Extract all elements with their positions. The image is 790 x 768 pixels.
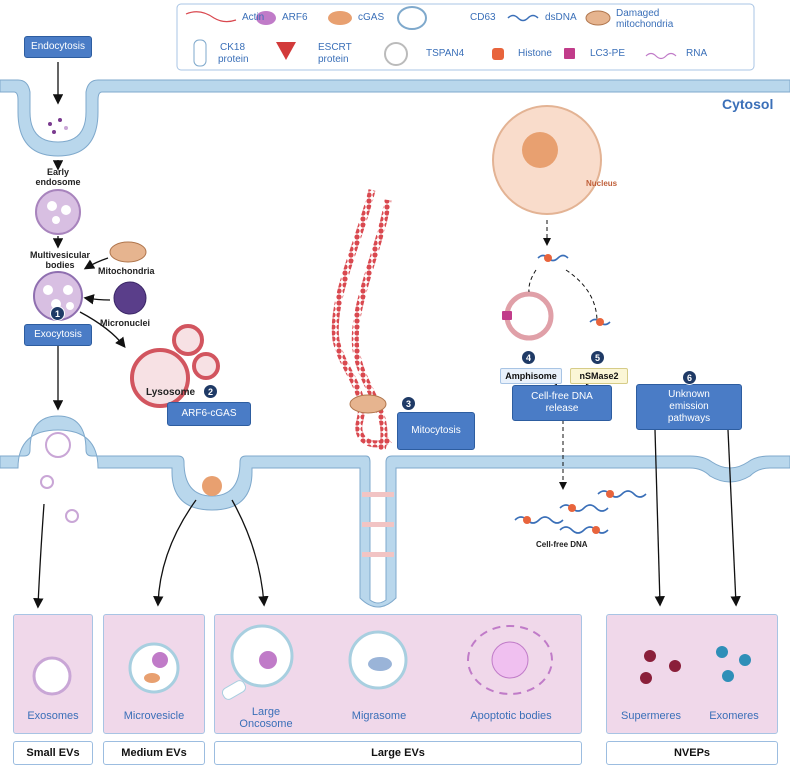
actin-filament-1 [331, 189, 392, 448]
plasma-membrane-top [0, 79, 790, 157]
step-4-marker: 4 [521, 350, 536, 365]
actin-filament-2 [351, 199, 392, 451]
early-endosome [35, 189, 81, 235]
legend-ck18-2: protein [218, 54, 249, 65]
unknown-line1: Unknown [668, 389, 710, 400]
category-medium-evs: Medium EVs [103, 741, 205, 765]
cell-free-dna-strands [514, 254, 647, 534]
arf6-cgas-box: ARF6-cGAS [167, 402, 251, 426]
exo-bud-vesicle [45, 432, 71, 458]
large-oncosome-label: Large Oncosome [236, 706, 296, 730]
legend-histone: Histone [518, 48, 552, 59]
tube-ring-3 [362, 552, 394, 557]
actin-icon [185, 11, 237, 23]
unknown-line2: emission [669, 401, 709, 412]
tspan4-icon [384, 42, 408, 66]
micronucleus-shape [113, 281, 147, 315]
legend-rna: RNA [686, 48, 708, 59]
arf6-icon [256, 11, 276, 25]
early-endosome-label: Early endosome [34, 167, 82, 187]
step-5-marker: 5 [590, 350, 605, 365]
released-vesicle-1 [40, 475, 54, 489]
released-vesicle-2 [65, 509, 79, 523]
arf6-cgas-cargo [202, 476, 222, 496]
nucleolus [522, 132, 558, 168]
endocytosis-box: Endocytosis [24, 36, 92, 58]
step-2-marker: 2 [203, 384, 218, 399]
category-nveps: NVEPs [606, 741, 778, 765]
category-small-evs: Small EVs [13, 741, 93, 765]
cfdna-release-box: Cell-free DNA release [512, 385, 612, 421]
legend-dsdna: dsDNA [545, 12, 577, 23]
rna-icon [645, 52, 677, 60]
cytosol-label: Cytosol [722, 96, 774, 112]
nvep-box [606, 614, 778, 734]
microvesicle-label: Microvesicle [123, 710, 185, 722]
mvb-label: Multivesicular bodies [20, 250, 100, 270]
damaged-mito-in-mitocytosis [349, 394, 387, 414]
cfdna-release-line1: Cell-free DNA [531, 391, 593, 402]
tube-ring-2 [362, 522, 394, 527]
mvb-label-2: bodies [45, 260, 75, 270]
unknown-line3: pathways [667, 413, 711, 424]
large-oncosome-label-2: Oncosome [239, 718, 293, 730]
step-3-marker: 3 [401, 396, 416, 411]
exocytosis-box: Exocytosis [24, 324, 92, 346]
legend-cgas: cGAS [358, 12, 385, 23]
unknown-pathways-box: Unknown emission pathways [636, 384, 742, 430]
legend-arf6: ARF6 [282, 12, 308, 23]
cell-free-dna-label: Cell-free DNA [536, 540, 588, 549]
dsdna-icon [507, 14, 539, 22]
cfdna-release-line2: release [545, 403, 579, 414]
legend-escrt-2: protein [318, 54, 349, 65]
lysosome-label: Lysosome [146, 387, 196, 398]
nucleus-label: Nucleus [586, 179, 618, 188]
legend-cd63: CD63 [470, 12, 496, 23]
damaged-mito-icon [585, 10, 611, 26]
mvb-label-1: Multivesicular [29, 250, 91, 260]
mitochondria-label: Mitochondria [98, 266, 155, 276]
micronuclei-label: Micronuclei [100, 318, 151, 328]
amphisome-box: Amphisome [500, 368, 562, 384]
plasma-membrane-bottom [0, 415, 790, 608]
early-endosome-label-1: Early [46, 167, 70, 177]
mitochondria-shape [109, 241, 147, 263]
cgas-icon [328, 11, 352, 25]
lysosome-shape [130, 348, 190, 408]
histone-icon [492, 48, 504, 60]
category-large-evs: Large EVs [214, 741, 582, 765]
step-6-marker: 6 [682, 370, 697, 385]
legend-icons [185, 6, 677, 67]
legend-damaged-2: mitochondria [616, 19, 674, 30]
migrasome-label: Migrasome [351, 710, 407, 722]
legend-lc3pe: LC3-PE [590, 48, 626, 59]
large-oncosome-label-1: Large [251, 706, 281, 718]
exosomes-label: Exosomes [27, 710, 79, 722]
legend-damaged-1: Damaged [616, 8, 660, 19]
exomeres-label: Exomeres [709, 710, 759, 722]
escrt-icon [276, 42, 296, 60]
apoptotic-bodies-label: Apoptotic bodies [470, 710, 552, 722]
lc3pe-icon [564, 48, 575, 59]
legend-escrt-1: ESCRT [318, 42, 352, 53]
cd63-icon [397, 6, 427, 30]
early-endosome-label-2: endosome [35, 177, 81, 187]
step-1-marker: 1 [50, 306, 65, 321]
legend-tspan4: TSPAN4 [426, 48, 465, 59]
legend-actin: Actin [242, 12, 265, 23]
tube-ring-1 [362, 492, 394, 497]
legend-ck18-1: CK18 [220, 42, 246, 53]
ck18-icon [193, 39, 207, 67]
nsmase2-box: nSMase2 [570, 368, 628, 384]
mitocytosis-box: Mitocytosis [397, 412, 475, 450]
supermeres-label: Supermeres [621, 710, 681, 722]
